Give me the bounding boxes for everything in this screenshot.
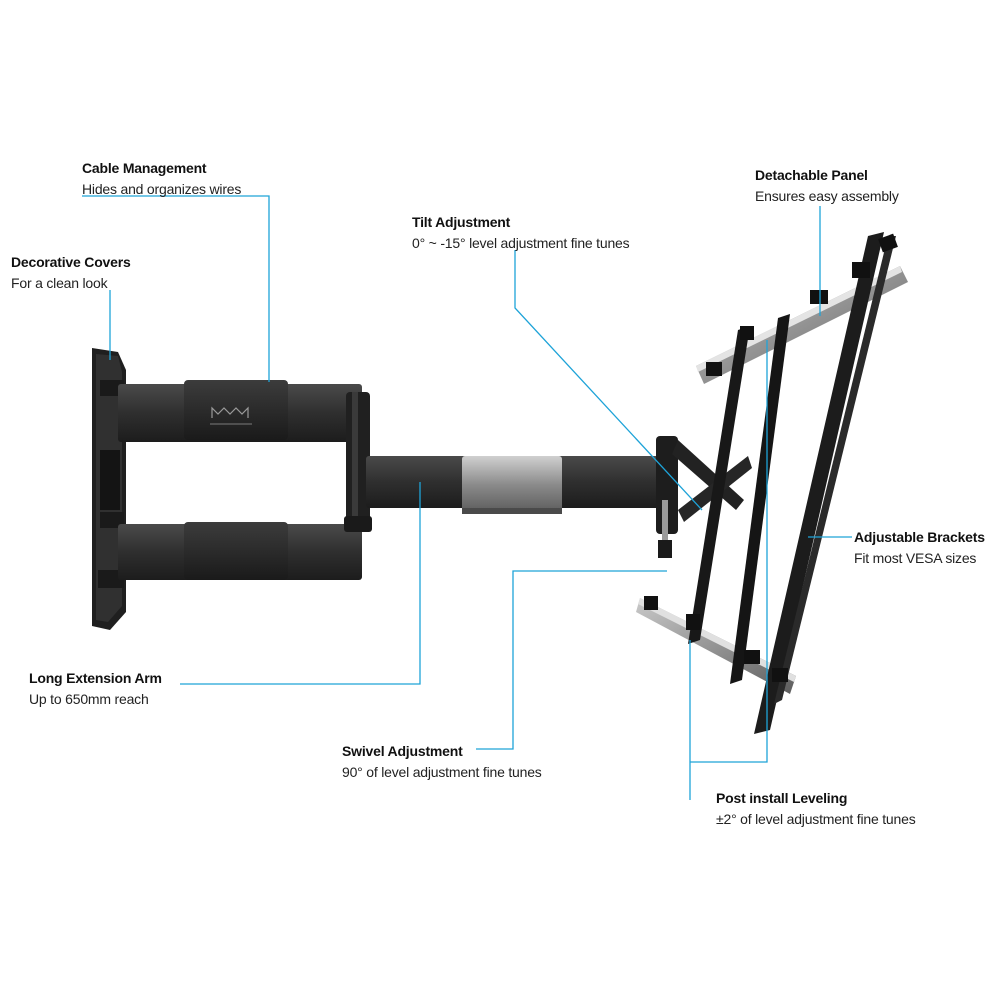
wall-plate: [92, 348, 126, 630]
lower-inner-arm: [118, 522, 362, 580]
elbow-joint: [344, 392, 372, 532]
leader-long-extension-arm: [180, 482, 421, 685]
callout-desc: Fit most VESA sizes: [854, 549, 977, 566]
arm-metal-cover: [462, 456, 562, 514]
callout-title: Decorative Covers: [11, 254, 131, 270]
tilt-head: [656, 436, 752, 558]
callout-desc: Ensures easy assembly: [755, 187, 899, 204]
callout-decorative-covers: Decorative Covers For a clean look: [11, 254, 131, 292]
callout-cable-management: Cable Management Hides and organizes wir…: [82, 160, 241, 198]
upper-inner-arm: [118, 380, 362, 442]
callout-title: Adjustable Brackets: [854, 529, 985, 545]
cable-cover-lower: [184, 522, 288, 580]
leader-post-install-b: [690, 340, 768, 763]
callout-long-extension-arm: Long Extension Arm Up to 650mm reach: [29, 670, 162, 708]
callout-desc: For a clean look: [11, 274, 108, 291]
callout-detachable-panel: Detachable Panel Ensures easy assembly: [755, 167, 899, 205]
callout-desc: Up to 650mm reach: [29, 690, 149, 707]
callout-title: Long Extension Arm: [29, 670, 162, 686]
callout-title: Tilt Adjustment: [412, 214, 511, 230]
leader-tilt-adjustment: [514, 250, 703, 511]
callout-desc: Hides and organizes wires: [82, 180, 242, 197]
callout-title: Post install Leveling: [716, 790, 848, 806]
leader-cable-management: [82, 195, 270, 382]
brand-logo-mark: [210, 406, 252, 425]
callout-title: Swivel Adjustment: [342, 743, 463, 759]
callout-desc: ±2° of level adjustment fine tunes: [716, 810, 916, 827]
callout-post-install-leveling: Post install Leveling ±2° of level adjus…: [716, 790, 916, 828]
callout-tilt-adjustment: Tilt Adjustment 0° ~ -15° level adjustme…: [412, 214, 630, 252]
callout-desc: 0° ~ -15° level adjustment fine tunes: [412, 234, 630, 251]
cable-cover-upper: [184, 380, 288, 440]
callout-title: Detachable Panel: [755, 167, 868, 183]
callout-title: Cable Management: [82, 160, 207, 176]
callout-desc: 90° of level adjustment fine tunes: [342, 763, 542, 780]
long-extension-arm: [366, 456, 666, 514]
callout-swivel-adjustment: Swivel Adjustment 90° of level adjustmen…: [342, 743, 542, 781]
vesa-bracket-frame: [636, 232, 908, 734]
leader-swivel-adjustment: [476, 570, 667, 750]
leader-lines: [82, 195, 852, 800]
callout-adjustable-brackets: Adjustable Brackets Fit most VESA sizes: [854, 529, 985, 567]
